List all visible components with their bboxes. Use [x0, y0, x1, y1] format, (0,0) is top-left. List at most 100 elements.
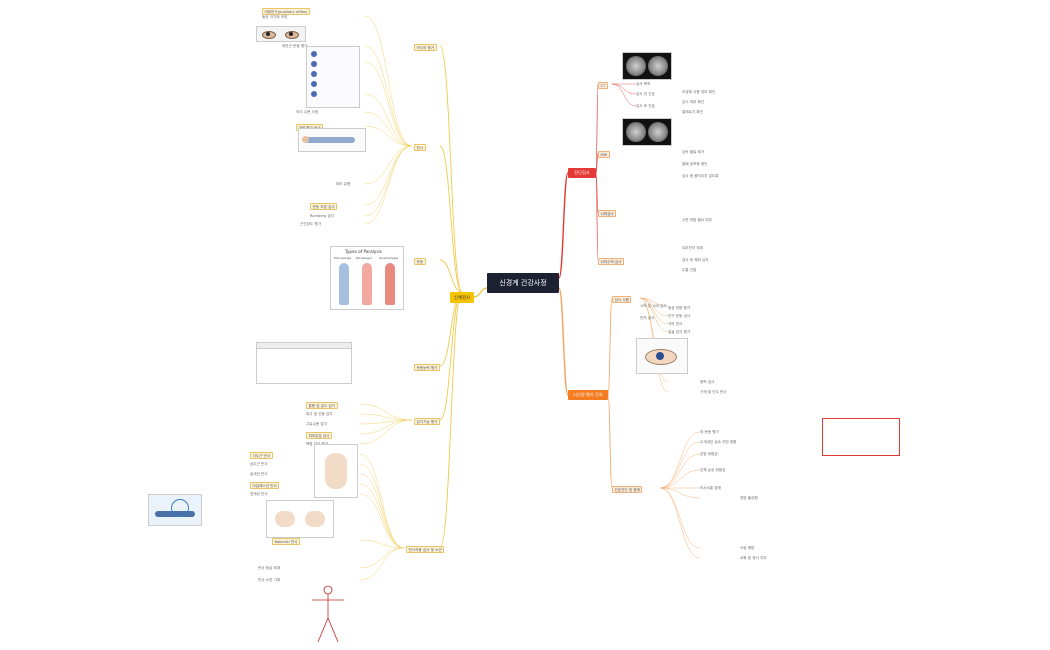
connector [359, 453, 405, 549]
diagnostic-leaf[interactable]: 금식 여부 확인 [682, 100, 705, 104]
branch-reflex[interactable]: 반사 [414, 144, 426, 152]
diagnostic-leaf[interactable]: 수면 박탈 필요 여부 [682, 218, 712, 222]
connector [364, 15, 413, 147]
left-leaf-item[interactable]: 반사 등급 체계 [258, 566, 281, 570]
mri-scan-image [622, 118, 672, 146]
diagnostic-leaf[interactable]: 검사 후 체위 유지 [682, 258, 709, 262]
diagnostic-leaf[interactable]: 검사 후 간호 [636, 104, 655, 108]
left-leaf-item[interactable]: 이두근 반사 [250, 452, 273, 460]
pupil-icon [311, 91, 317, 97]
left-leaf-item[interactable]: Babinski 반사 [272, 538, 300, 546]
nursing-leaf[interactable]: 얼굴 감각 평가 [668, 330, 691, 334]
connector [359, 539, 405, 549]
pupil-icon [311, 61, 317, 67]
connector [595, 152, 599, 174]
connector [439, 259, 463, 293]
hub-cranial-nerve-care[interactable]: 뇌신경 평가 간호 [568, 390, 608, 400]
branch-consciousness[interactable]: 의식의 평가 [414, 44, 437, 52]
left-leaf-item[interactable]: 통증 및 온도 감각 [306, 402, 338, 410]
connector [611, 83, 637, 95]
hub-physical-exam[interactable]: 신체검사 [450, 292, 474, 303]
connector [359, 419, 413, 445]
nursing-leaf[interactable]: 시력 및 시야 검사 [640, 304, 667, 308]
deep-tendon-reflex-image [314, 444, 358, 498]
connector [359, 547, 405, 569]
left-leaf-item[interactable]: 동공 크기와 모양 [262, 15, 288, 19]
nursing-branch[interactable]: 간호진단 및 중재 [612, 486, 643, 494]
connector [439, 291, 463, 421]
nursing-leaf[interactable]: 신체 손상 위험성 [700, 468, 726, 472]
nursing-leaf[interactable]: 두개내압 상승 관련 위험 [700, 440, 737, 444]
nursing-leaf[interactable]: 감염 위험성 [700, 452, 718, 456]
nursing-leaf[interactable]: 각막 반사 [668, 322, 683, 326]
left-leaf-item[interactable]: 촉각 및 진동 감각 [306, 412, 333, 416]
branch-motor-ability[interactable]: 운동능력 평가 [414, 364, 440, 372]
left-leaf-item[interactable]: 의식 수준 사정 [296, 110, 319, 114]
pupil-icon [311, 71, 317, 77]
magnifier-icon [171, 499, 189, 517]
diagnostic-leaf[interactable]: 요추천자 부위 [682, 246, 703, 250]
branch-sensory[interactable]: 감각기능 평가 [414, 418, 440, 426]
hub-diagnostic-tests[interactable]: 진단검사 [568, 168, 596, 178]
connector [659, 469, 701, 489]
diagnostic-leaf[interactable]: 두통 관찰 [682, 268, 697, 272]
connector [607, 297, 613, 396]
nursing-leaf[interactable]: 동공 반응 평가 [668, 306, 691, 310]
connector [364, 145, 413, 185]
branch-motor[interactable]: 운동 [414, 258, 426, 266]
figure-icon [385, 263, 395, 305]
branch-reflex-findings[interactable]: 반사작용 검사 및 소견 [406, 546, 445, 554]
connector [473, 287, 488, 298]
diagnostic-leaf[interactable]: 밀폐 공포증 확인 [682, 162, 708, 166]
diagnostic-leaf[interactable]: 검사 목적 [636, 82, 651, 86]
ct-scan-image [622, 52, 672, 80]
diagnostic-leaf[interactable]: 금속 물질 제거 [682, 150, 705, 154]
connector [659, 453, 701, 489]
diagnostic-branch[interactable]: MRI [598, 151, 610, 159]
diagnostic-branch[interactable]: 뇌척수액 검사 [598, 258, 624, 266]
figure-icon [362, 263, 372, 305]
left-leaf-item[interactable]: 대광반사(pupillary reflex) [262, 8, 310, 16]
connector [595, 172, 599, 261]
diagnostic-leaf[interactable]: 검사 전 간호 [636, 92, 655, 96]
left-leaf-item[interactable]: 아킬레스건 반사 [250, 482, 280, 490]
left-leaf-item[interactable]: 피부분절 검사 [306, 432, 332, 440]
table-header [257, 343, 351, 349]
quadriplegia-label: Quadriplegia [379, 256, 399, 260]
left-leaf-item[interactable]: 외안근 운동 평가 [282, 44, 308, 48]
nursing-leaf[interactable]: 교육 및 정서 지지 [740, 556, 767, 560]
nursing-leaf[interactable]: 구개 및 인두 반사 [700, 390, 727, 394]
left-leaf-item[interactable]: 반사 소견 기록 [258, 578, 281, 582]
central-topic[interactable]: 신경계 건강사정 [487, 273, 559, 293]
nursing-leaf[interactable]: 영양 불균형 [740, 496, 758, 500]
diagnostic-leaf[interactable]: 조영제 사용 여부 확인 [682, 90, 716, 94]
connector [364, 61, 413, 147]
nursing-leaf[interactable]: 안구 운동 검사 [668, 314, 691, 318]
diagnostic-leaf[interactable]: 검사 중 움직이지 않도록 [682, 174, 719, 178]
diagnostic-branch[interactable]: CT [598, 82, 608, 90]
nursing-leaf[interactable]: 낙상 예방 [740, 546, 755, 550]
brain-scan-icon [626, 56, 646, 76]
left-leaf-item[interactable]: 삼두근 반사 [250, 462, 268, 466]
left-leaf-item[interactable]: 표재성 반사 [250, 492, 268, 496]
nursing-leaf[interactable]: 의사소통 장애 [700, 486, 721, 490]
nursing-leaf[interactable]: 청력 검사 [700, 380, 715, 384]
left-leaf-item[interactable]: 슬개건 반사 [250, 472, 268, 476]
nursing-leaf[interactable]: 안저 검사 [640, 316, 655, 320]
connector [364, 145, 413, 217]
left-leaf-item[interactable]: Romberg 검사 [310, 214, 334, 218]
left-leaf-item[interactable]: 근긴장도 평가 [300, 222, 321, 226]
left-leaf-item[interactable]: 마비 유형 [336, 182, 351, 186]
left-leaf-item[interactable]: 고유수용 감각 [306, 422, 327, 426]
connector [359, 403, 413, 421]
nursing-branch[interactable]: 검사 시행 [612, 296, 632, 304]
connector [359, 547, 405, 581]
pupil-response-chart [306, 46, 360, 108]
diagnostic-branch[interactable]: 뇌파검사 [598, 210, 617, 218]
nursing-leaf[interactable]: 혀 운동 평가 [700, 430, 719, 434]
sensory-exam-image [148, 494, 202, 526]
diagnostic-leaf[interactable]: 알레르기 확인 [682, 110, 703, 114]
strength-grade-table [256, 342, 352, 384]
left-leaf-item[interactable]: 운동 조정 검사 [310, 203, 338, 211]
brain-scan-icon [648, 56, 668, 76]
